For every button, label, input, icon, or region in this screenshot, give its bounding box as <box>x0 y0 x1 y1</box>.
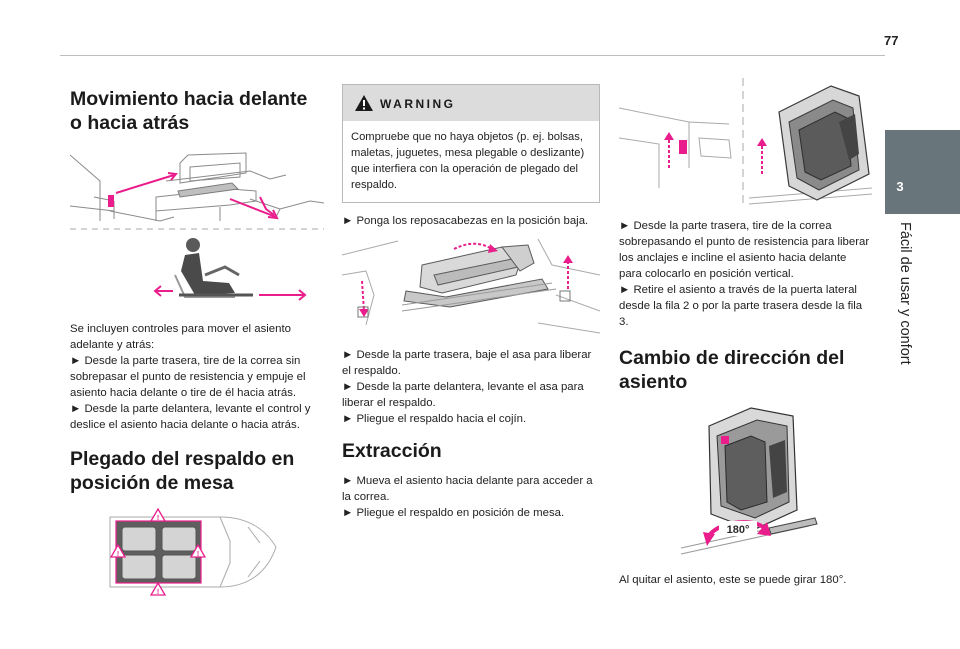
warning-text: Compruebe que no haya objetos (p. ej. bo… <box>351 131 585 191</box>
heading-extraccion: Extracción <box>342 440 442 462</box>
warning-title: WARNING <box>380 97 456 111</box>
header-rule <box>60 55 885 56</box>
para-girar: Al quitar el asiento, este se puede gira… <box>619 574 847 586</box>
chapter-number: 3 <box>896 179 904 194</box>
para-reposacabezas: ► Ponga los reposacabezas en la posición… <box>342 215 589 227</box>
svg-text:!: ! <box>157 515 159 522</box>
heading-cambio-direccion: Cambio de dirección del asiento <box>619 347 845 393</box>
svg-text:!: ! <box>157 589 159 596</box>
para-movimiento: Se incluyen controles para mover el asie… <box>70 323 311 431</box>
para-respaldo: ► Desde la parte trasera, baje el asa pa… <box>342 349 592 425</box>
column-3: ► Desde la parte trasera, tire de la cor… <box>618 78 873 588</box>
rotation-label: 180° <box>727 524 750 536</box>
top-view-illustration: !!!! <box>109 507 277 596</box>
fold-backrest-illustration <box>341 238 601 334</box>
warning-box: WARNING Compruebe que no haya objetos (p… <box>342 84 600 203</box>
heading-movimiento: Movimiento hacia delante o hacia atrás <box>70 88 308 134</box>
figure-fold-backrest <box>341 235 601 339</box>
seat-rotate-illustration: 180° <box>680 407 818 555</box>
warning-header: WARNING <box>343 85 599 121</box>
figure-top-view: !!!! <box>70 507 324 599</box>
chapter-title: Fácil de usar y confort <box>897 222 913 365</box>
page-number: 77 <box>884 33 899 48</box>
figure-seat-slide <box>69 151 325 315</box>
seat-upright-illustration <box>618 78 873 208</box>
seat-slide-illustration <box>69 152 325 301</box>
para-retirar: ► Desde la parte trasera, tire de la cor… <box>619 220 870 328</box>
heading-plegado: Plegado del respaldo en posición de mesa <box>70 448 295 494</box>
para-extraccion: ► Mueva el asiento hacia delante para ac… <box>342 475 593 519</box>
svg-text:!: ! <box>117 551 119 558</box>
figure-seat-rotate: 180° <box>619 400 872 568</box>
chapter-tab[interactable]: 3 <box>885 130 960 214</box>
column-1: Movimiento hacia delante o hacia atrás <box>69 78 325 599</box>
svg-text:!: ! <box>197 551 199 558</box>
warning-triangle-icon <box>355 95 373 111</box>
figure-seat-upright <box>618 78 873 210</box>
column-2: WARNING Compruebe que no haya objetos (p… <box>341 78 601 521</box>
